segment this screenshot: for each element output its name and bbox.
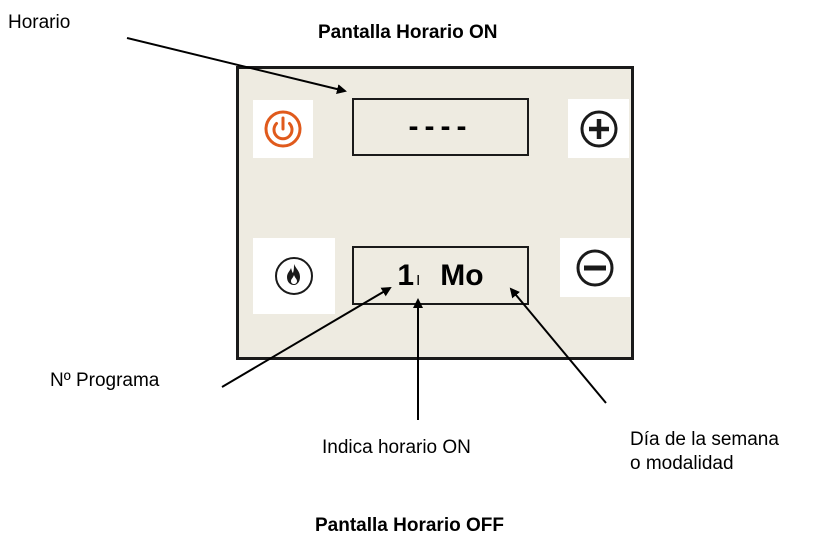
bottom-title: Pantalla Horario OFF (315, 515, 504, 536)
plus-icon (580, 110, 617, 147)
day-text: Mo (440, 258, 484, 292)
plus-button[interactable] (568, 99, 629, 158)
horario-label: Horario (8, 12, 71, 33)
dia-label: Día de la semana o modalidad (630, 428, 779, 476)
flame-button[interactable] (253, 238, 335, 314)
flame-icon (275, 257, 313, 295)
minus-button[interactable] (560, 238, 630, 297)
time-display: ---- (352, 98, 529, 156)
dia-label-line2: o modalidad (630, 453, 734, 474)
power-button[interactable] (253, 100, 313, 158)
program-display: 1 I Mo (352, 246, 529, 305)
on-marker: I (416, 272, 421, 289)
dia-label-line1: Día de la semana (630, 429, 779, 450)
programa-label: Nº Programa (50, 370, 160, 391)
top-title: Pantalla Horario ON (318, 22, 498, 43)
time-display-text: ---- (408, 110, 473, 143)
program-number: 1 (397, 258, 415, 292)
power-icon (264, 110, 302, 148)
minus-icon (576, 249, 614, 286)
indica-label: Indica horario ON (322, 437, 471, 458)
